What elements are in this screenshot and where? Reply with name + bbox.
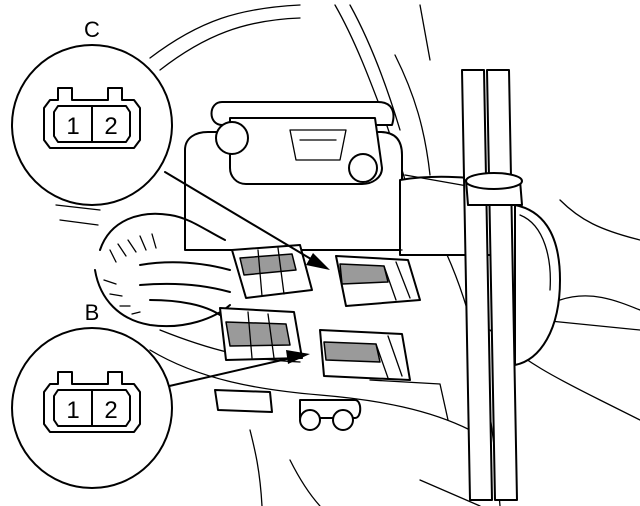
arrowhead-c bbox=[306, 253, 330, 270]
connector-b-location bbox=[219, 307, 411, 381]
vertical-pipe bbox=[461, 69, 561, 501]
callout-b: B 1 2 bbox=[11, 300, 173, 489]
callout-c-letter: C bbox=[84, 17, 100, 42]
lower-clip bbox=[214, 379, 449, 431]
callout-b-letter: B bbox=[85, 300, 100, 325]
callout-c: C 1 2 bbox=[11, 17, 173, 206]
arrowhead-b bbox=[286, 350, 310, 364]
connector-c-location bbox=[231, 244, 421, 307]
connector-b-face bbox=[43, 371, 141, 433]
connector-b-pin-1: 1 bbox=[66, 397, 79, 424]
leader-arrows bbox=[151, 171, 330, 391]
engine-background bbox=[149, 4, 640, 506]
connector-c-face bbox=[43, 87, 141, 149]
connector-c-pin-2: 2 bbox=[104, 113, 117, 140]
connector-c-pin-1: 1 bbox=[66, 113, 79, 140]
wire-harness bbox=[55, 204, 231, 328]
intake-body bbox=[184, 101, 496, 256]
connector-b-pin-2: 2 bbox=[104, 397, 117, 424]
